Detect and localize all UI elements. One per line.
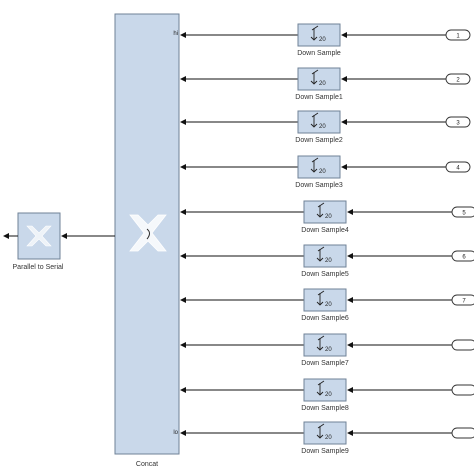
downsample-factor: 20	[319, 124, 326, 130]
down-arrow-icon	[310, 157, 319, 173]
downsample-label: Down Sample7	[301, 360, 349, 367]
xilinx-logo-icon	[129, 214, 167, 252]
inport-oval[interactable]	[451, 339, 474, 351]
concat-label: Concat	[136, 461, 158, 468]
inport-oval[interactable]: 4	[445, 161, 471, 173]
inport-oval[interactable]: 6	[451, 250, 474, 262]
inport-number: 1	[456, 34, 460, 40]
down-arrow-icon	[316, 380, 325, 396]
downsample-label: Down Sample9	[301, 448, 349, 455]
downsample-block[interactable]: 20	[303, 378, 347, 402]
concat-block[interactable]: hi lo	[114, 13, 180, 455]
downsample-factor: 20	[319, 169, 326, 175]
inport-number: 6	[462, 255, 466, 261]
concat-port-hi: hi	[173, 31, 178, 37]
downsample-label: Down Sample	[297, 50, 341, 57]
downsample-label: Down Sample3	[295, 182, 343, 189]
downsample-label: Down Sample5	[301, 271, 349, 278]
downsample-factor: 20	[325, 435, 332, 441]
downsample-block[interactable]: 20	[303, 333, 347, 357]
inport-oval[interactable]: 5	[451, 206, 474, 218]
downsample-label: Down Sample6	[301, 315, 349, 322]
downsample-block[interactable]: 20	[303, 421, 347, 445]
downsample-block[interactable]: 20	[303, 200, 347, 224]
downsample-label: Down Sample1	[295, 94, 343, 101]
inport-number: 4	[456, 166, 460, 172]
downsample-block[interactable]: 20	[303, 244, 347, 268]
down-arrow-icon	[316, 335, 325, 351]
down-arrow-icon	[316, 246, 325, 262]
downsample-block[interactable]: 20	[303, 288, 347, 312]
downsample-factor: 20	[319, 37, 326, 43]
inport-oval[interactable]	[451, 384, 474, 396]
xilinx-logo-icon	[26, 225, 52, 247]
down-arrow-icon	[310, 112, 319, 128]
down-arrow-icon	[316, 423, 325, 439]
downsample-label: Down Sample4	[301, 227, 349, 234]
down-arrow-icon	[310, 69, 319, 85]
inport-number: 7	[462, 299, 466, 305]
inport-oval[interactable]	[451, 427, 474, 439]
concat-port-lo: lo	[173, 430, 178, 436]
inport-oval[interactable]: 7	[451, 294, 474, 306]
downsample-factor: 20	[325, 258, 332, 264]
downsample-factor: 20	[325, 302, 332, 308]
inport-number: 3	[456, 121, 460, 127]
down-arrow-icon	[316, 202, 325, 218]
downsample-block[interactable]: 20	[297, 155, 341, 179]
inport-oval[interactable]: 3	[445, 116, 471, 128]
downsample-label: Down Sample2	[295, 137, 343, 144]
downsample-label: Down Sample8	[301, 405, 349, 412]
inport-oval[interactable]: 2	[445, 73, 471, 85]
down-arrow-icon	[316, 290, 325, 306]
downsample-factor: 20	[319, 81, 326, 87]
downsample-factor: 20	[325, 214, 332, 220]
down-arrow-icon	[310, 25, 319, 41]
downsample-block[interactable]: 20	[297, 110, 341, 134]
parallel-to-serial-label: Parallel to Serial	[13, 264, 64, 271]
downsample-factor: 20	[325, 392, 332, 398]
inport-number: 5	[462, 211, 466, 217]
downsample-block[interactable]: 20	[297, 23, 341, 47]
inport-oval[interactable]: 1	[445, 29, 471, 41]
parallel-to-serial-block[interactable]	[17, 212, 61, 260]
downsample-block[interactable]: 20	[297, 67, 341, 91]
inport-number: 2	[456, 78, 460, 84]
downsample-factor: 20	[325, 347, 332, 353]
